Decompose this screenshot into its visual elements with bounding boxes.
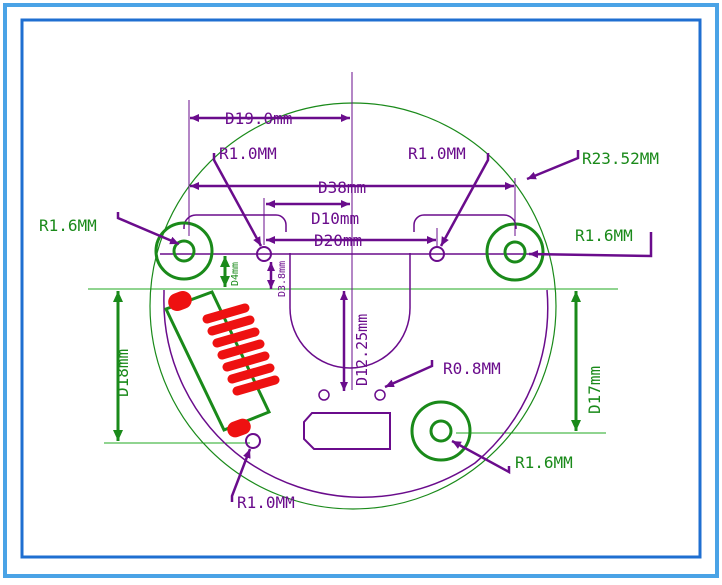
label-d17: D17mm xyxy=(585,366,604,414)
connector-footprint xyxy=(163,290,280,438)
pad-ring-left xyxy=(154,221,214,281)
small-hole-right xyxy=(374,389,386,401)
label-d18: D18mm xyxy=(113,349,132,397)
label-d10: D10mm xyxy=(311,209,359,228)
outer-frame xyxy=(3,3,719,578)
r23-outline-circle xyxy=(149,102,557,510)
label-d4: D4mm xyxy=(230,262,241,286)
label-r1-bottom: R1.0MM xyxy=(237,493,295,512)
center-slot xyxy=(289,253,411,369)
label-d38: D38mm xyxy=(318,178,366,197)
label-r16-right: R1.6MM xyxy=(575,226,633,245)
inner-frame xyxy=(20,18,702,559)
label-d38v: D3.8mm xyxy=(277,261,288,297)
pad-hole-right xyxy=(503,240,527,264)
label-r1-left: R1.0MM xyxy=(219,144,277,163)
pad-ring-bottom xyxy=(410,400,472,462)
label-r23: R23.52MM xyxy=(582,149,659,168)
green-dimension-lines xyxy=(113,256,581,441)
label-d20: D20mm xyxy=(314,231,362,250)
label-r08: R0.8MM xyxy=(443,359,501,378)
board-outline xyxy=(163,289,549,498)
pad-hole-left xyxy=(172,239,196,263)
small-hole-left xyxy=(318,389,330,401)
label-r16-left: R1.6MM xyxy=(39,216,97,235)
mount-hole-top-left xyxy=(256,246,272,262)
label-d12: D12.25mm xyxy=(353,314,371,386)
mount-hole-bottom xyxy=(245,433,261,449)
label-r16-bottom: R1.6MM xyxy=(515,453,573,472)
solder-pads xyxy=(202,303,280,396)
pad-hole-bottom xyxy=(429,419,453,443)
label-r1-right: R1.0MM xyxy=(408,144,466,163)
board-top-left-edge xyxy=(183,214,287,232)
label-d19: D19.0mm xyxy=(225,109,292,128)
usb-connector-cutout xyxy=(303,412,391,450)
dimension-lines xyxy=(116,100,653,502)
